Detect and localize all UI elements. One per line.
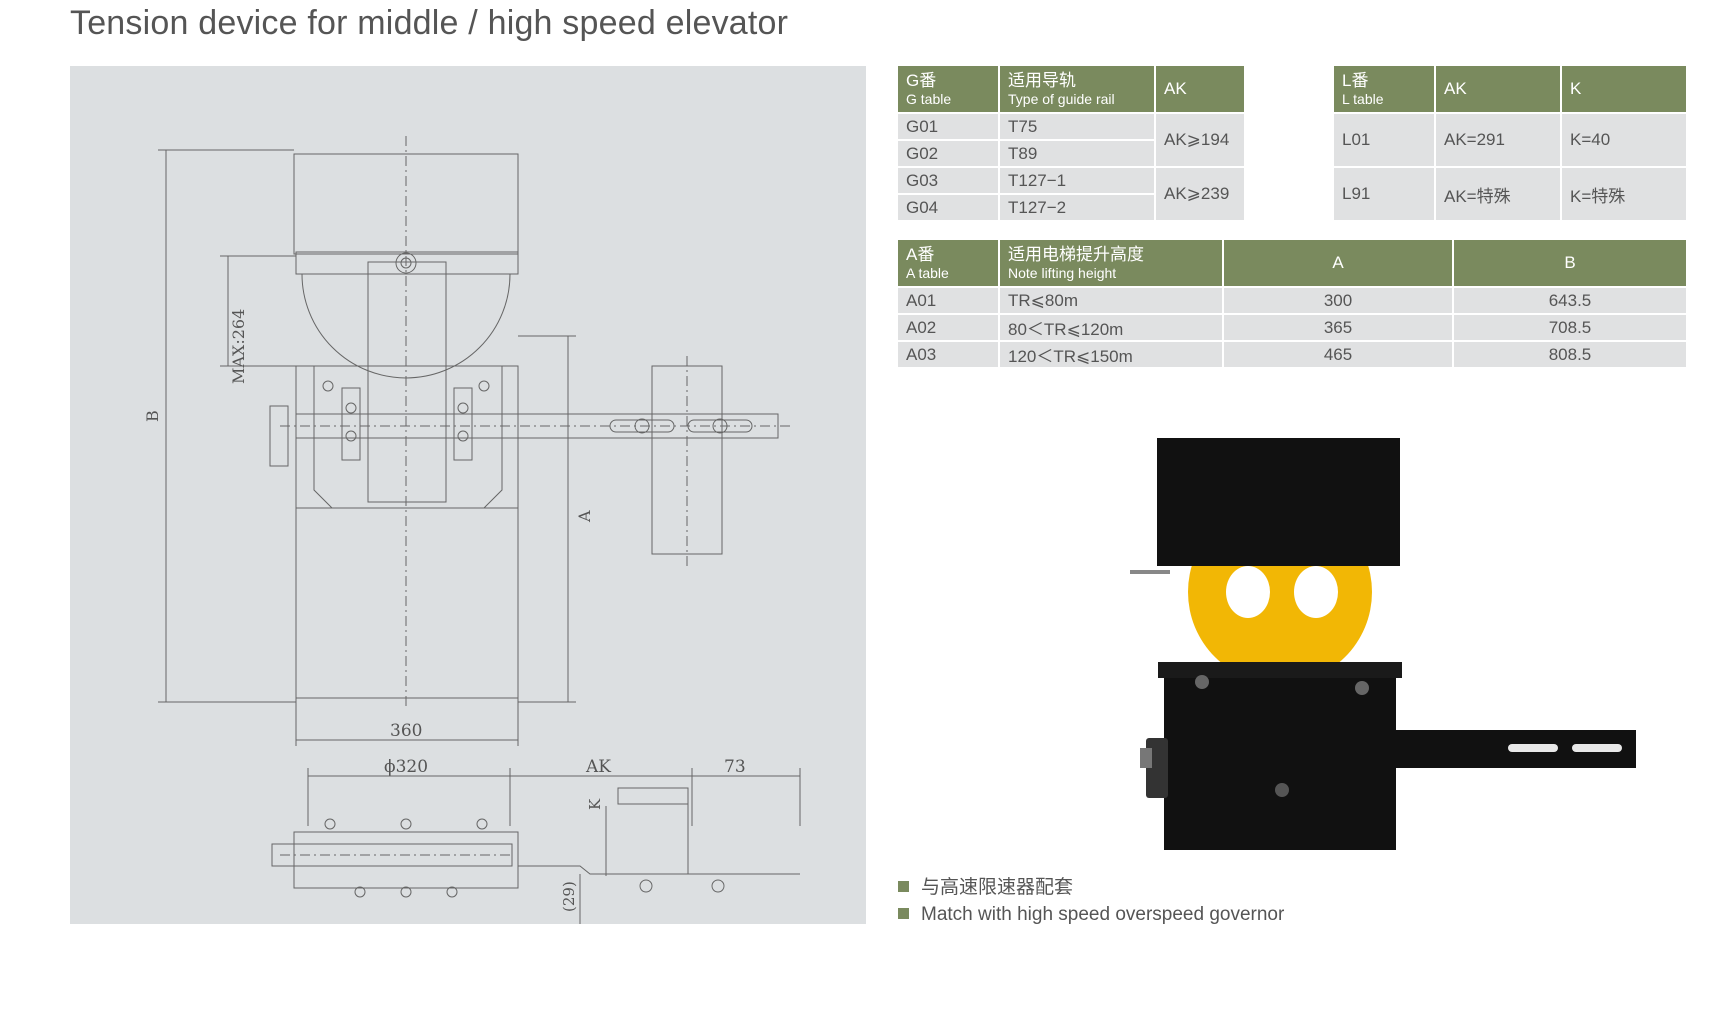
a-cell-a: 365: [1224, 315, 1452, 340]
note-cn: 与高速限速器配套: [898, 872, 1073, 899]
a-cell-b: 808.5: [1454, 342, 1686, 367]
product-photo: [1130, 430, 1650, 860]
page-title: Tension device for middle / high speed e…: [70, 4, 789, 42]
a-cell-code: A02: [898, 315, 998, 340]
technical-drawing: B MAX:264 A 360 ϕ320 AK 73 K (29): [70, 66, 866, 924]
a-cell-a: 300: [1224, 288, 1452, 313]
table-row: A03 120＜TR⩽150m 465 808.5: [898, 342, 1686, 367]
table-row: L01 AK=291 K=40: [1334, 114, 1686, 166]
l-cell-k: K=40: [1562, 114, 1686, 166]
l-header-ak: AK: [1436, 66, 1560, 112]
dim-label-b: B: [143, 410, 162, 422]
a-cell-height: TR⩽80m: [1000, 288, 1222, 313]
table-row: G03 T127−1 AK⩾239: [898, 168, 1244, 220]
l-cell-code: L01: [1334, 114, 1434, 166]
g-cell-code: G02: [898, 141, 998, 166]
g-cell-rail: T127−2: [1000, 195, 1154, 220]
table-row: A01 TR⩽80m 300 643.5: [898, 288, 1686, 313]
a-cell-code: A03: [898, 342, 998, 367]
dim-label-k: K: [586, 798, 604, 810]
g-cell-code: G03: [898, 168, 998, 193]
top-frame: [293, 153, 519, 255]
dim-label-73: 73: [724, 757, 746, 777]
a-cell-a: 465: [1224, 342, 1452, 367]
a-cell-code: A01: [898, 288, 998, 313]
a-cell-height: 80＜TR⩽120m: [1000, 315, 1222, 340]
l-header-k: K: [1562, 66, 1686, 112]
top-housing: [1157, 438, 1400, 566]
l-cell-k: K=特殊: [1562, 168, 1686, 220]
dim-label-a: A: [575, 510, 594, 523]
g-cell-rail: T127−1: [1000, 168, 1154, 193]
l-cell-code: L91: [1334, 168, 1434, 220]
g-header-ak: AK: [1156, 66, 1244, 112]
table-row: G01 T75 AK⩾194: [898, 114, 1244, 166]
table-row: L91 AK=特殊 K=特殊: [1334, 168, 1686, 220]
a-cell-b: 708.5: [1454, 315, 1686, 340]
dim-label-360: 360: [390, 721, 422, 741]
bullet-square-icon: [898, 908, 909, 919]
drawing-svg: B MAX:264 A 360 ϕ320 AK 73 K (29): [143, 136, 801, 924]
dim-label-max264: MAX:264: [229, 309, 248, 384]
bottom-plate: [1164, 662, 1396, 850]
a-cell-height: 120＜TR⩽150m: [1000, 342, 1222, 367]
g-cell-code: G01: [898, 114, 998, 139]
g-cell-code: G04: [898, 195, 998, 220]
g-cell-ak: AK⩾239: [1156, 168, 1244, 220]
table-row: G02 T89: [898, 141, 1244, 166]
note-text: Match with high speed overspeed governor: [921, 904, 1285, 925]
g-cell-ak: AK⩾194: [1156, 114, 1244, 166]
a-header-b: B: [1454, 240, 1686, 286]
table-row: G04 T127−2: [898, 195, 1244, 220]
dim-label-phi320: ϕ320: [384, 757, 428, 777]
g-cell-rail: T75: [1000, 114, 1154, 139]
g-cell-rail: T89: [1000, 141, 1154, 166]
dim-label-29: (29): [560, 881, 578, 912]
bullet-square-icon: [898, 881, 909, 892]
l-cell-ak: AK=特殊: [1436, 168, 1560, 220]
dim-label-ak: AK: [585, 757, 611, 777]
table-row: A02 80＜TR⩽120m 365 708.5: [898, 315, 1686, 340]
note-en: Match with high speed overspeed governor: [898, 904, 1284, 926]
product-photo-svg: [1130, 438, 1636, 850]
a-cell-b: 643.5: [1454, 288, 1686, 313]
note-text: 与高速限速器配套: [921, 877, 1074, 898]
l-cell-ak: AK=291: [1436, 114, 1560, 166]
a-header-a: A: [1224, 240, 1452, 286]
